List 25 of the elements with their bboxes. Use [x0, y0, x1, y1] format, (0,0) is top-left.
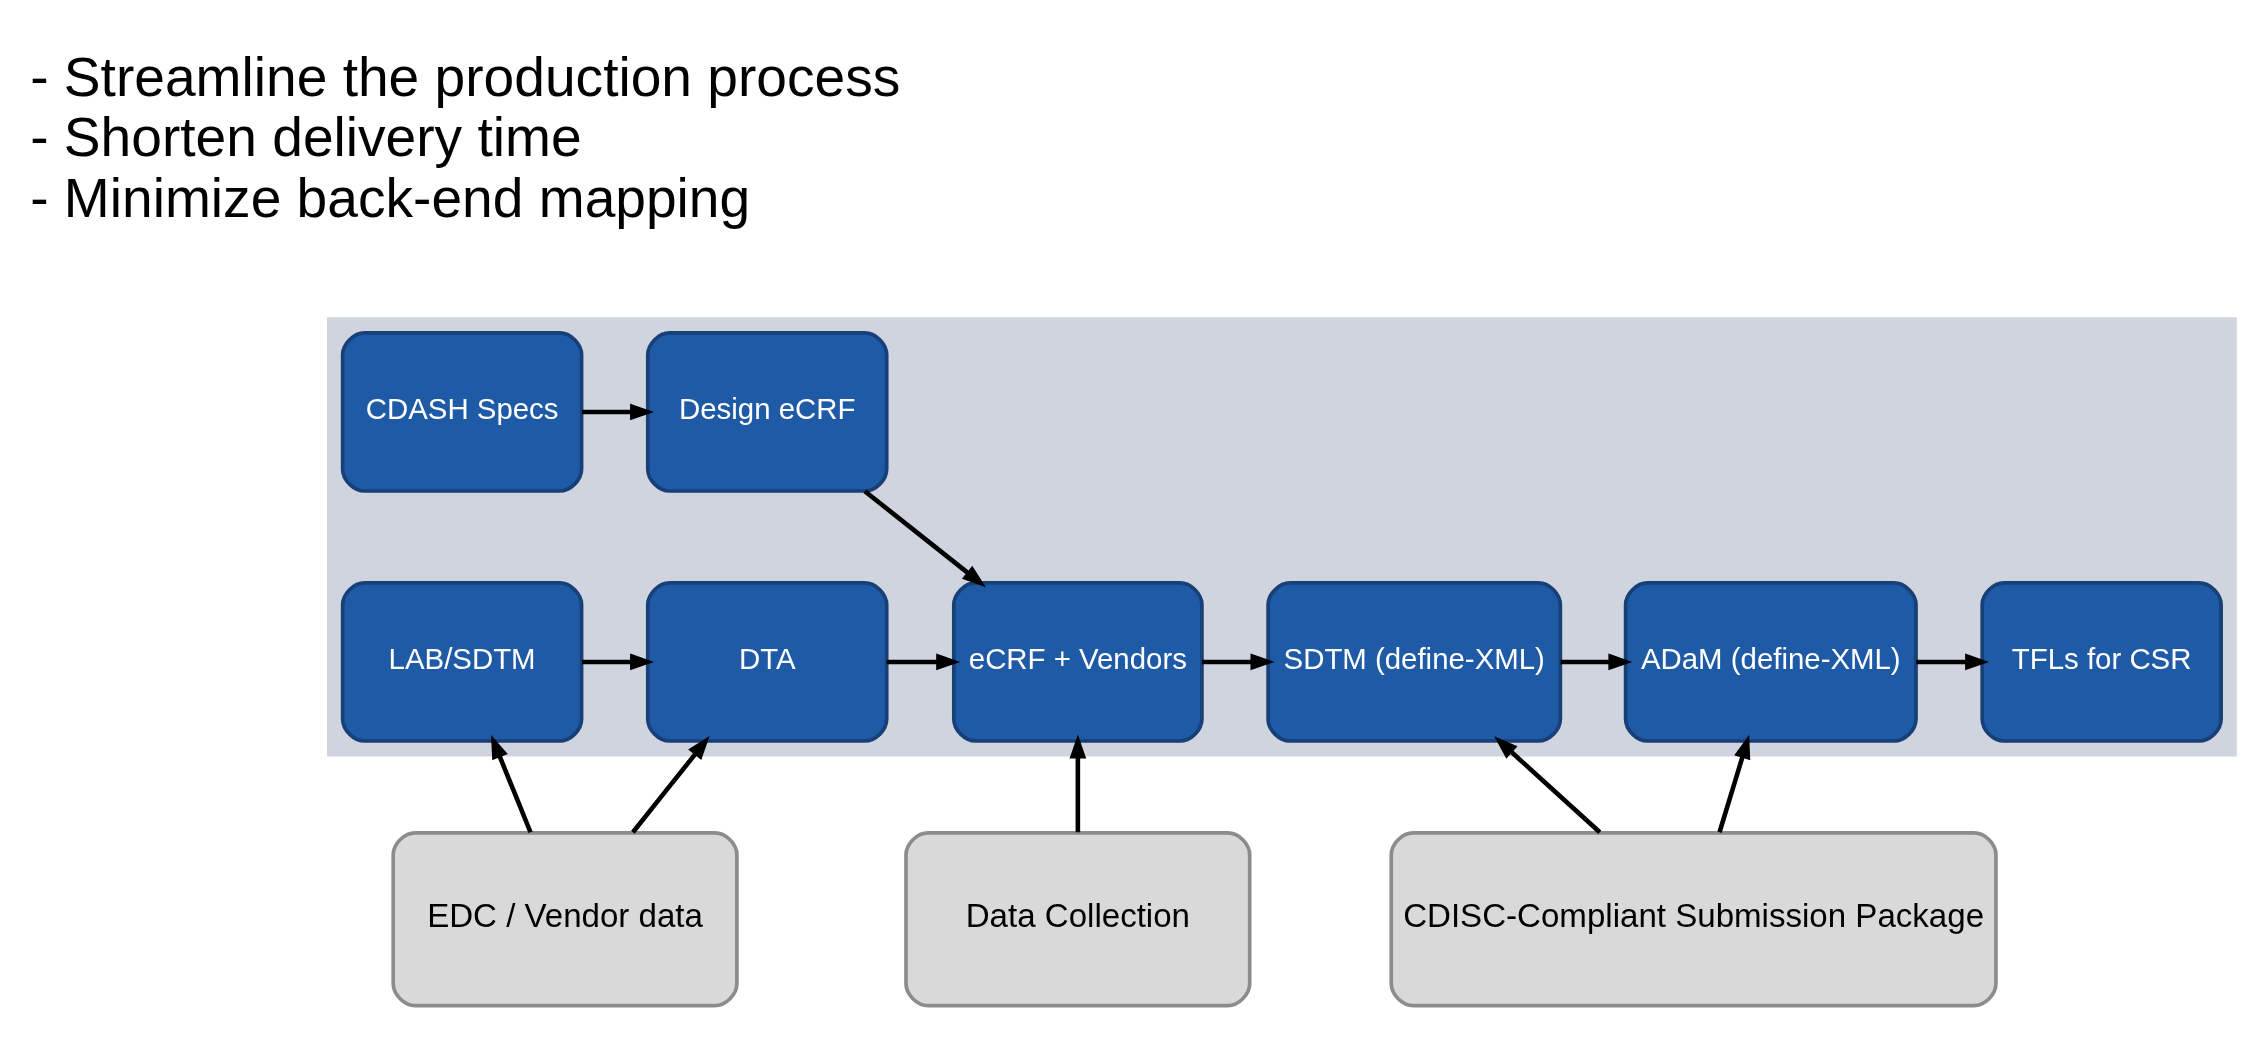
arrow	[1069, 734, 1087, 833]
node-box: CDASH Specs	[340, 331, 584, 493]
arrow	[1560, 653, 1633, 671]
node-box: SDTM (define-XML)	[1266, 581, 1563, 743]
arrow	[1202, 653, 1275, 671]
node-box: LAB/SDTM	[340, 581, 584, 743]
node-box: TFLs for CSR	[1980, 581, 2223, 743]
node-box: DTA	[645, 581, 889, 743]
arrow	[863, 489, 986, 588]
node-box: ADaM (define-XML)	[1623, 581, 1918, 743]
label: - Streamline the production process	[30, 45, 901, 108]
arrow	[1717, 734, 1751, 833]
node-box: CDISC-Compliant Submission Package	[1389, 831, 1998, 1008]
arrow	[1916, 653, 1990, 671]
arrow	[1494, 736, 1602, 834]
arrow	[581, 653, 655, 671]
node-box: eCRF + Vendors	[951, 581, 1204, 743]
node-box: Design eCRF	[645, 331, 889, 493]
arrow	[886, 653, 961, 671]
arrow	[581, 403, 655, 421]
label: - Minimize back-end mapping	[30, 167, 751, 230]
node-box: EDC / Vendor data	[391, 831, 739, 1008]
node-box: Data Collection	[904, 831, 1252, 1008]
arrow	[631, 736, 710, 834]
arrow	[491, 735, 533, 834]
